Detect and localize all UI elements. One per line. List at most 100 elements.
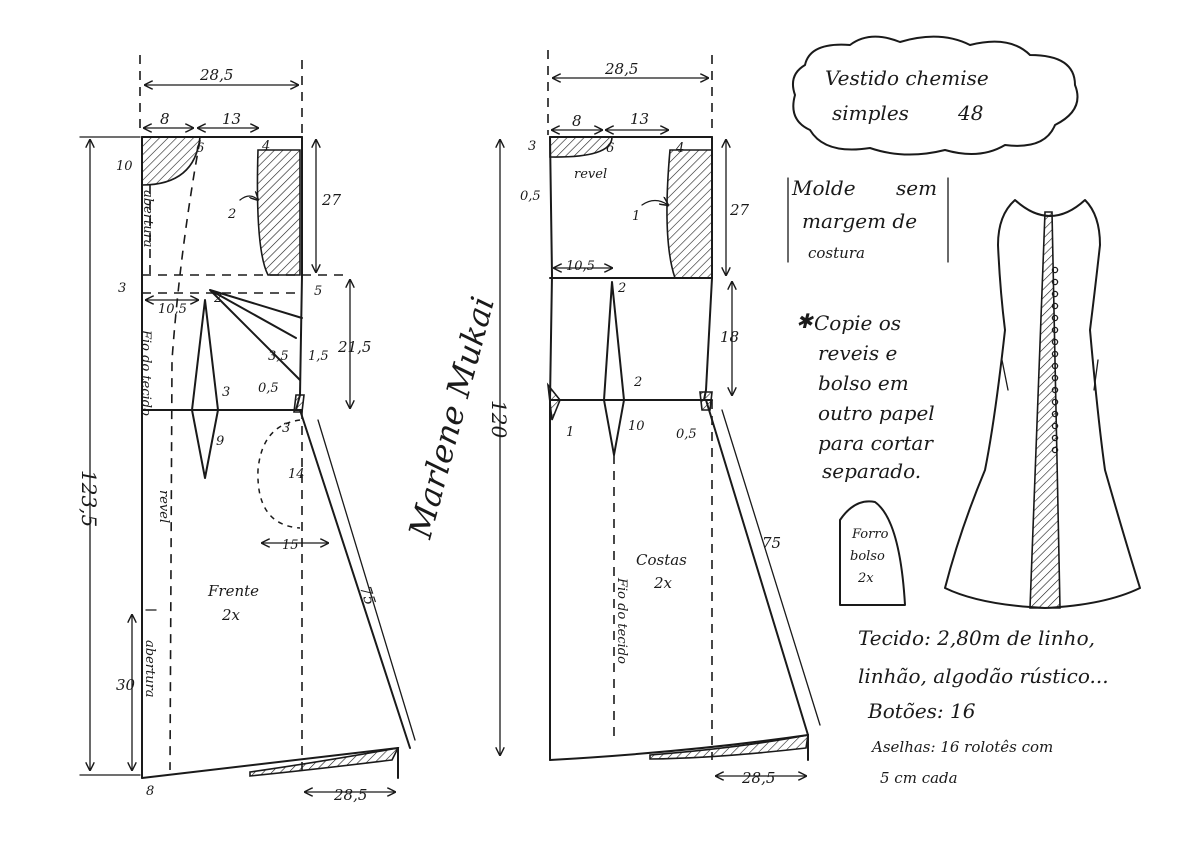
dress-illustration bbox=[944, 199, 1141, 609]
front-neck-facing bbox=[141, 136, 201, 186]
back-side-seam bbox=[703, 277, 713, 401]
front-armhole-facing bbox=[256, 149, 301, 276]
front-height-label: 123,5 bbox=[77, 470, 101, 527]
back-skirt-side bbox=[705, 399, 809, 736]
front-side-dart bbox=[209, 289, 303, 381]
front-shoulder-drop: 6 bbox=[196, 141, 204, 156]
back-waist-18: 18 bbox=[720, 328, 739, 346]
materials-fabric: Tecido: 2,80m de linho, bbox=[858, 626, 1095, 650]
front-neck-drop: 10 bbox=[116, 159, 133, 174]
note-no-margin: Molde sem margem de costura bbox=[787, 176, 949, 263]
back-side-0-5: 0,5 bbox=[520, 189, 541, 204]
button bbox=[1051, 290, 1059, 298]
note-no-margin-3: margem de bbox=[802, 209, 917, 233]
button bbox=[1051, 410, 1059, 418]
note-copy-3: bolso em bbox=[818, 371, 909, 395]
back-hip-notch bbox=[546, 382, 561, 421]
front-side-notch bbox=[293, 394, 305, 413]
back-skirt-guide bbox=[721, 409, 821, 726]
materials-buttons: Botões: 16 bbox=[867, 699, 976, 723]
front-piece-name: Frente bbox=[207, 582, 259, 600]
dress-outline bbox=[944, 199, 1141, 609]
back-shoulder-4: 4 bbox=[675, 141, 684, 156]
button bbox=[1051, 302, 1059, 310]
back-shoulder-label: 13 bbox=[630, 110, 649, 128]
button bbox=[1051, 266, 1059, 274]
pocket-label-1: Forro bbox=[851, 527, 889, 542]
pocket-label-3: 2x bbox=[857, 571, 874, 586]
back-neck-label: 8 bbox=[572, 112, 582, 130]
note-copy-2: reveis e bbox=[818, 341, 897, 365]
title-size: 48 bbox=[957, 101, 983, 125]
front-skirt-guide bbox=[317, 419, 416, 741]
back-waist-dart bbox=[603, 281, 625, 456]
front-width-label: 28,5 bbox=[199, 66, 233, 84]
front-skirt-75: 75 bbox=[356, 584, 379, 608]
back-hem-w: 28,5 bbox=[741, 769, 775, 787]
note-copy-6: separado. bbox=[822, 459, 921, 483]
back-neck-drop: 3 bbox=[528, 139, 536, 154]
button bbox=[1051, 446, 1059, 454]
pocket-lining-piece: Forro bolso 2x bbox=[839, 500, 906, 606]
back-skirt-75: 75 bbox=[762, 534, 781, 552]
back-facing-label: revel bbox=[574, 167, 607, 182]
back-armhole-h: 27 bbox=[729, 201, 750, 219]
title-cloud-shape bbox=[792, 35, 1079, 156]
title-cloud: Vestido chemise simples 48 bbox=[792, 35, 1079, 156]
front-hem-w: 28,5 bbox=[333, 786, 367, 804]
front-piece-qty: 2x bbox=[221, 606, 241, 624]
back-hem bbox=[549, 734, 809, 761]
button bbox=[1051, 398, 1059, 406]
front-hem-30: 30 bbox=[116, 676, 136, 694]
back-centre-line bbox=[549, 136, 553, 761]
front-pocket-15: 15 bbox=[282, 538, 299, 553]
front-facing-label: revel bbox=[156, 490, 171, 523]
back-pattern-piece: 28,5 8 13 6 revel 4 3 0,5 1 27 120 10,5 … bbox=[487, 50, 821, 787]
materials-fabric2: linhão, algodão rústico... bbox=[858, 664, 1109, 688]
button bbox=[1051, 386, 1059, 394]
front-neck-label: 8 bbox=[160, 110, 170, 128]
back-waist-w: 10,5 bbox=[566, 259, 595, 274]
front-pocket-3: 3 bbox=[282, 421, 290, 436]
front-opening-label: abertura bbox=[140, 190, 155, 248]
front-side-1-5: 1,5 bbox=[308, 349, 329, 364]
back-height-label: 120 bbox=[487, 400, 511, 438]
front-dart-9: 9 bbox=[216, 434, 224, 449]
front-skirt-side bbox=[299, 409, 411, 749]
note-copy-4: outro papel bbox=[818, 401, 935, 425]
button bbox=[1051, 278, 1059, 286]
front-pocket-14: 14 bbox=[288, 467, 305, 482]
dress-buttons bbox=[1051, 266, 1059, 454]
back-armhole-facing bbox=[666, 149, 713, 279]
materials-loops2: 5 cm cada bbox=[880, 769, 958, 787]
back-piece-qty: 2x bbox=[653, 574, 673, 592]
signature: Marlene Mukai bbox=[401, 293, 502, 543]
front-dart-3: 3 bbox=[222, 385, 230, 400]
front-waist-drop: 3 bbox=[118, 281, 126, 296]
front-pocket-outline bbox=[257, 419, 301, 529]
materials-list: Tecido: 2,80m de linho, linhão, algodão … bbox=[858, 626, 1109, 787]
front-dart-3-5: 3,5 bbox=[268, 349, 289, 364]
front-hem-8: 8 bbox=[146, 784, 154, 799]
front-waist-w: 10,5 bbox=[158, 302, 187, 317]
pocket-label-2: bolso bbox=[850, 549, 885, 564]
note-copy: ✱ Copie os reveis e bolso em outro papel… bbox=[796, 309, 935, 483]
back-neck-facing bbox=[549, 136, 613, 158]
dress-pockets bbox=[1001, 359, 1099, 391]
front-side-seam bbox=[295, 274, 303, 411]
front-armhole-pointer bbox=[239, 196, 258, 200]
front-bust-h: 21,5 bbox=[337, 338, 371, 356]
back-piece-name: Costas bbox=[636, 551, 687, 569]
back-shoulder-6: 6 bbox=[606, 141, 614, 156]
note-copy-5: para cortar bbox=[818, 431, 934, 455]
back-side-0-5b: 0,5 bbox=[676, 427, 697, 442]
back-armhole-pointer bbox=[641, 201, 668, 206]
back-dart-2: 2 bbox=[617, 281, 626, 296]
front-side-5: 5 bbox=[314, 284, 322, 299]
front-waist-dart bbox=[191, 299, 219, 479]
button bbox=[1051, 362, 1059, 370]
back-dart-2b: 2 bbox=[633, 375, 642, 390]
front-hem bbox=[141, 747, 399, 779]
button bbox=[1051, 434, 1059, 442]
